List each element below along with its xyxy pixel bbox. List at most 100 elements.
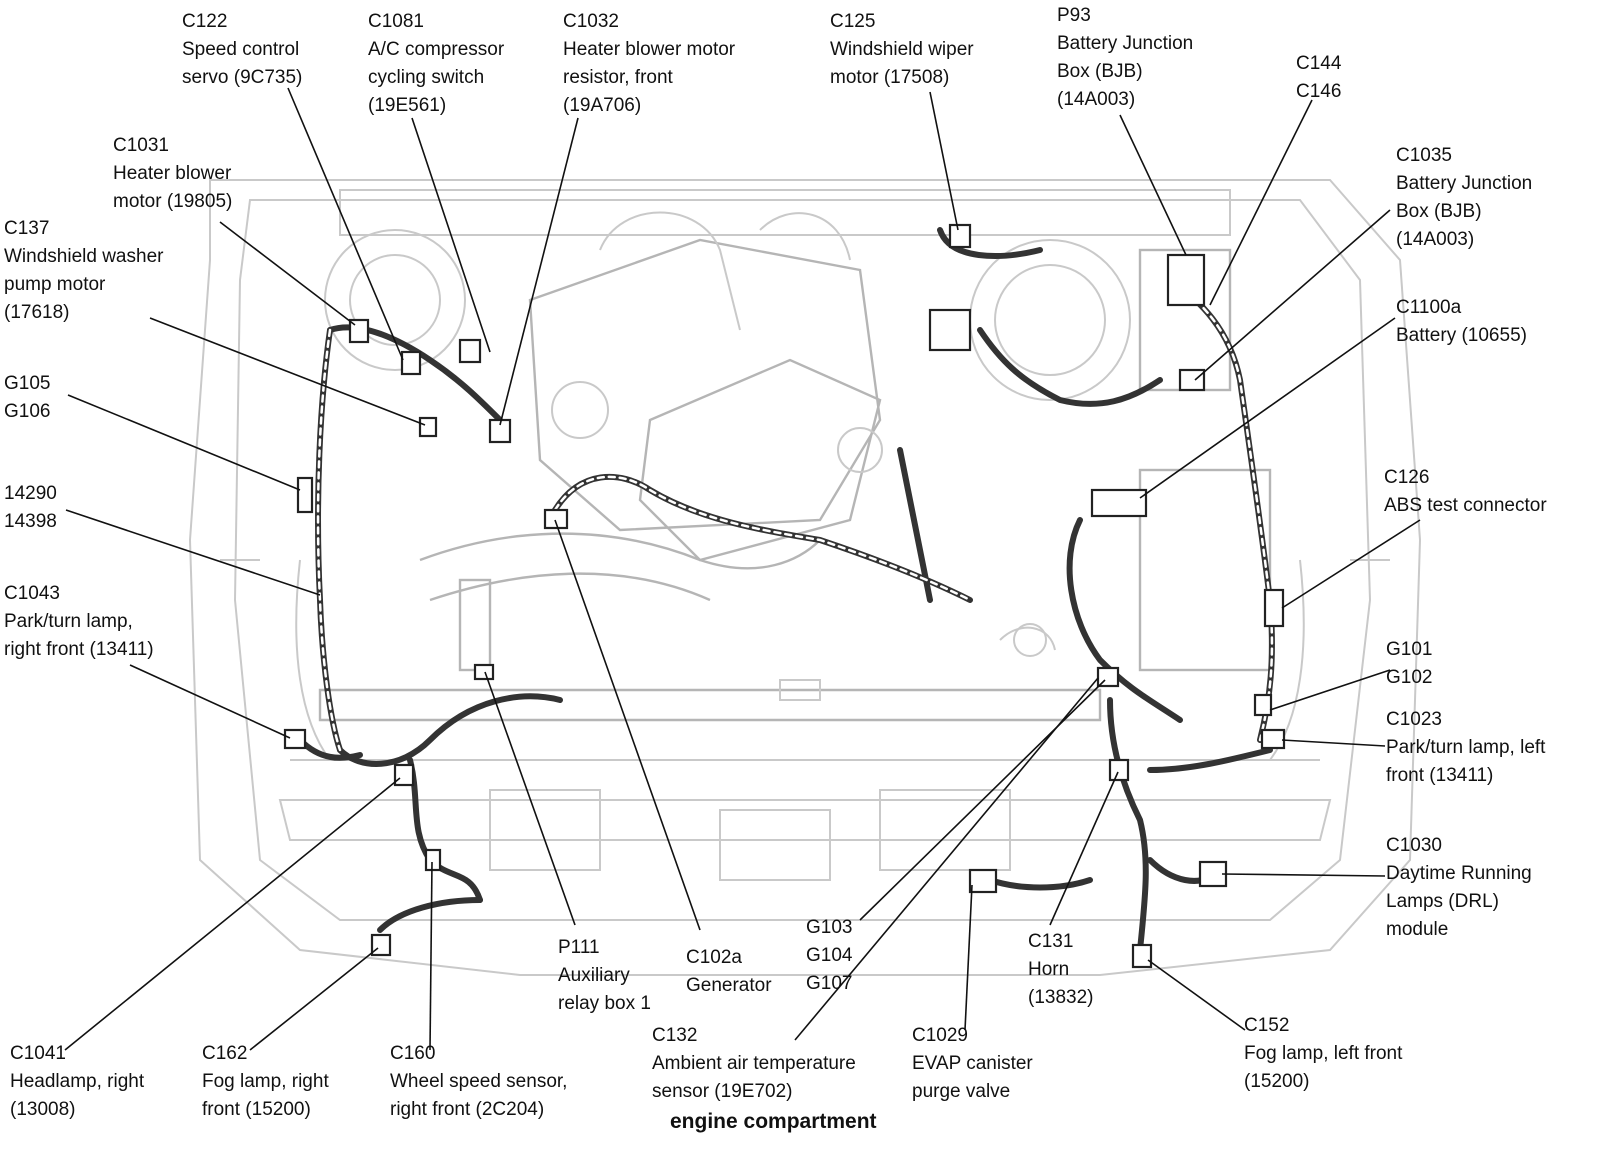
callout-text: cycling switch: [368, 67, 485, 88]
callout-text: Auxiliary: [558, 965, 630, 986]
callout-text: Generator: [686, 975, 772, 996]
callout-text: module: [1386, 919, 1449, 940]
connector-id: C1023: [1386, 709, 1442, 730]
callout-text: right front (2C204): [390, 1099, 545, 1120]
ground-id: G106: [4, 401, 51, 422]
connector-id: C126: [1384, 467, 1430, 488]
ground-id: G107: [806, 973, 853, 994]
callout-text: Box (BJB): [1057, 61, 1143, 82]
callout-text: (14A003): [1396, 229, 1475, 250]
connector-id: C122: [182, 11, 228, 32]
connector-id: C137: [4, 218, 50, 239]
harness-id: 14290: [4, 483, 57, 504]
callout-text: Battery Junction: [1057, 33, 1194, 54]
leader-lines: [64, 87, 1421, 1051]
ground-id: G102: [1386, 667, 1433, 688]
callout-text: right front (13411): [4, 639, 154, 660]
callout-text: Headlamp, right: [10, 1071, 145, 1092]
callout-text: Speed control: [182, 39, 300, 60]
connector-id: C1035: [1396, 145, 1452, 166]
callout-text: Park/turn lamp,: [4, 611, 133, 632]
connector-id: C1031: [113, 135, 169, 156]
connector-id: P93: [1057, 5, 1091, 26]
callout-text: Battery (10655): [1396, 325, 1527, 346]
callout-text: relay box 1: [558, 993, 651, 1014]
engine-outline: [188, 179, 1422, 976]
callout-text: Horn: [1028, 959, 1070, 980]
callout-text: A/C compressor: [368, 39, 505, 60]
callout-text: Heater blower: [113, 163, 232, 184]
callout-text: Windshield washer: [4, 246, 164, 267]
callout-text: Daytime Running: [1386, 863, 1532, 884]
connector-id: C102a: [686, 947, 742, 968]
ground-id: G104: [806, 945, 853, 966]
callout-text: (15200): [1244, 1071, 1310, 1092]
callout-text: resistor, front: [563, 67, 673, 88]
callout-text: pump motor: [4, 274, 106, 295]
callout-text: Lamps (DRL): [1386, 891, 1499, 912]
callout-text: (14A003): [1057, 89, 1136, 110]
wiring-harness: [297, 227, 1275, 953]
callout-text: (13008): [10, 1099, 76, 1120]
callout-14290: 14290 14398: [4, 480, 57, 536]
harness-id: 14398: [4, 511, 57, 532]
ground-id: G101: [1386, 639, 1433, 660]
connector-id: C1041: [10, 1043, 66, 1064]
callout-text: Battery Junction: [1396, 173, 1533, 194]
callout-text: Ambient air temperature: [652, 1053, 856, 1074]
connector-id: C132: [652, 1025, 698, 1046]
connector-id: C125: [830, 11, 876, 32]
connector-id: C1100a: [1396, 297, 1462, 318]
connector-id: C160: [390, 1043, 436, 1064]
callout-text: Park/turn lamp, left: [1386, 737, 1546, 758]
connector-id: C1030: [1386, 835, 1442, 856]
callout-text: front (13411): [1386, 765, 1494, 786]
callout-text: ABS test connector: [1384, 495, 1547, 516]
callout-text: servo (9C735): [182, 67, 303, 88]
callout-text: Wheel speed sensor,: [390, 1071, 568, 1092]
connector-id: C1029: [912, 1025, 968, 1046]
connector-id: C162: [202, 1043, 248, 1064]
callout-text: Windshield wiper: [830, 39, 974, 60]
callout-text: (13832): [1028, 987, 1094, 1008]
ground-id: G105: [4, 373, 51, 394]
connector-id: C1043: [4, 583, 60, 604]
callout-text: (19E561): [368, 95, 447, 116]
connector-id: C1081: [368, 11, 424, 32]
callout-text: Heater blower motor: [563, 39, 736, 60]
callout-text: front (15200): [202, 1099, 311, 1120]
connector-id: C131: [1028, 931, 1074, 952]
connector-id: P111: [558, 937, 600, 958]
ground-id: G103: [806, 917, 853, 938]
connector-id: C1032: [563, 11, 619, 32]
callout-text: motor (17508): [830, 67, 950, 88]
diagram-title: engine compartment: [670, 1110, 877, 1133]
